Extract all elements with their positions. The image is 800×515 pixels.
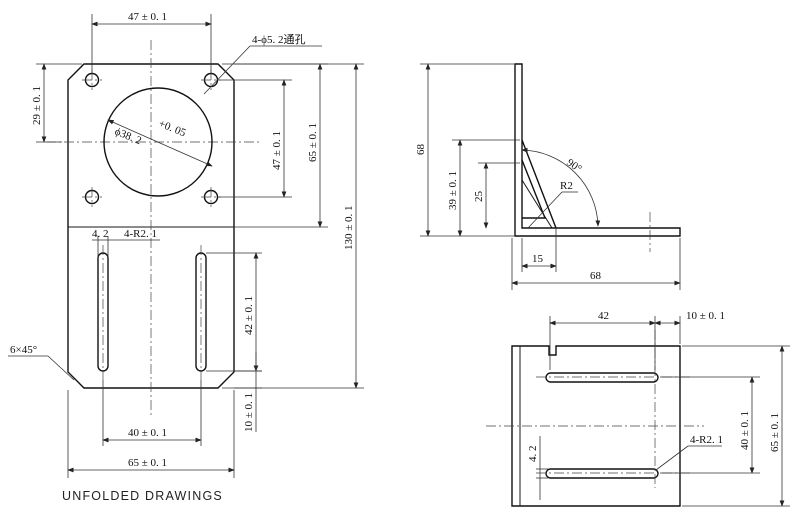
base-dim-slot-spacing: 40 ± 0. 1 (739, 411, 751, 450)
side-dim-rib-base: 15 (532, 253, 544, 265)
side-dim-length: 68 (590, 270, 602, 282)
dim-top-width: 47 ± 0. 1 (128, 11, 167, 23)
side-dim-height: 68 (415, 144, 427, 156)
base-slot-top (545, 372, 659, 383)
hole-note: 4-ϕ5. 2通孔 (252, 33, 305, 46)
dim-top-to-fold: 65 ± 0. 1 (307, 123, 319, 162)
chamfer-note: 6×45° (10, 344, 37, 356)
slot-width-note: 4. 2 (92, 228, 109, 240)
side-view: 68 39 ± 0. 1 25 90° R2 15 68 (415, 63, 681, 290)
side-dim-rib-inner: 25 (473, 191, 485, 203)
base-slot-radius: 4-R2. 1 (690, 434, 723, 446)
dim-bottom-offset: 10 ± 0. 1 (243, 393, 255, 432)
base-outline (511, 345, 681, 507)
base-slot-width: 4. 2 (527, 446, 539, 463)
base-dim-slot-length: 42 (598, 310, 609, 322)
side-dim-rib-height: 39 ± 0. 1 (447, 171, 459, 210)
l-profile (514, 63, 681, 237)
dim-slot-length: 42 ± 0. 1 (243, 296, 255, 335)
base-dim-offset: 10 ± 0. 1 (686, 310, 725, 322)
dim-overall-width: 65 ± 0. 1 (128, 457, 167, 469)
rib (521, 139, 557, 229)
base-slot-bottom (545, 468, 659, 479)
slot-radius-note: 4-R2. 1 (124, 228, 157, 240)
side-angle: 90° (564, 157, 584, 176)
drawing-caption: UNFOLDED DRAWINGS (62, 489, 223, 503)
dim-overall-height: 130 ± 0. 1 (343, 205, 355, 250)
side-radius: R2 (560, 180, 573, 192)
plate-outline (67, 63, 235, 389)
bore-tolerance: +0. 05 (157, 118, 188, 140)
mounting-holes (82, 70, 221, 207)
unfolded-view: 47 ± 0. 1 4-ϕ5. 2通孔 ϕ38. 2 +0. 05 29 ± 0… (8, 11, 364, 478)
dim-top-edge: 29 ± 0. 1 (31, 86, 43, 125)
dim-slot-spacing: 40 ± 0. 1 (128, 427, 167, 439)
bottom-view: 42 10 ± 0. 1 40 ± 0. 1 65 ± 0. 1 4. 2 4-… (486, 310, 790, 507)
dim-hole-spacing-vertical: 47 ± 0. 1 (271, 131, 283, 170)
base-dim-width: 65 ± 0. 1 (769, 413, 781, 452)
